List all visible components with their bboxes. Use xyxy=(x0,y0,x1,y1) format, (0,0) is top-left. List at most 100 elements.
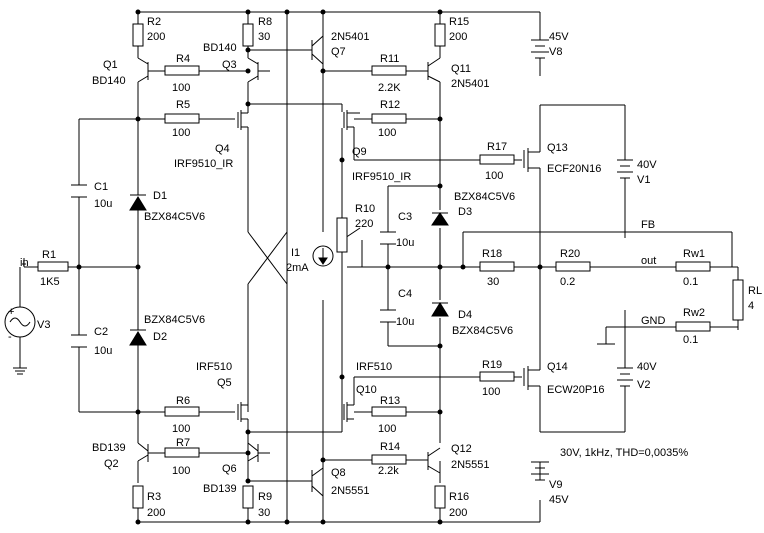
label-q2-type: BD139 xyxy=(92,442,126,454)
resistor-r11 xyxy=(371,65,407,76)
label-r1-value: 1K5 xyxy=(40,276,60,288)
label-r18: R18 xyxy=(482,248,502,260)
label-r7-value: 100 xyxy=(172,465,190,477)
label-v9-value: 45V xyxy=(549,494,569,506)
label-c4: C4 xyxy=(398,288,412,300)
resistor-r2 xyxy=(132,23,144,47)
label-r5-value: 100 xyxy=(172,127,190,139)
label-q12: Q12 xyxy=(451,443,472,455)
label-r20: R20 xyxy=(560,248,580,260)
resistor-rw2 xyxy=(675,321,711,332)
label-d4-type: BZX84C5V6 xyxy=(452,325,513,337)
label-r7: R7 xyxy=(176,437,190,449)
zener-d1 xyxy=(129,194,147,211)
capacitor-c2 xyxy=(71,334,87,348)
supply-v2 xyxy=(617,367,633,387)
label-r15: R15 xyxy=(449,16,469,28)
label-r6-value: 100 xyxy=(172,423,190,435)
label-q4-type: IRF9510_IR xyxy=(174,158,233,170)
label-q14: Q14 xyxy=(547,361,568,373)
resistor-r12 xyxy=(371,113,407,124)
label-r1: R1 xyxy=(42,249,56,261)
capacitor-c1 xyxy=(71,184,87,198)
label-d1-type: BZX84C5V6 xyxy=(144,211,205,223)
label-r4-value: 100 xyxy=(172,82,190,94)
label-q13: Q13 xyxy=(547,142,568,154)
label-v8-value: 45V xyxy=(549,31,569,43)
resistor-r1 xyxy=(37,261,69,272)
label-r15-value: 200 xyxy=(449,31,467,43)
label-r5: R5 xyxy=(176,99,190,111)
label-v3-plus: + xyxy=(8,306,14,318)
label-q1: Q1 xyxy=(103,59,118,71)
label-q9-type: IRF9510_IR xyxy=(352,171,411,183)
label-q7-type: 2N5401 xyxy=(331,31,370,43)
label-v3: V3 xyxy=(37,319,50,331)
label-q10-type: IRF510 xyxy=(356,361,392,373)
zener-d4 xyxy=(431,302,449,317)
label-q7: Q7 xyxy=(331,46,346,58)
label-r16-value: 200 xyxy=(449,507,467,519)
label-v1-value: 40V xyxy=(637,159,657,171)
label-r12: R12 xyxy=(380,99,400,111)
label-rw1-value: 0.1 xyxy=(683,276,698,288)
label-q8-type: 2N5551 xyxy=(331,485,370,497)
label-r10-value: 220 xyxy=(355,218,373,230)
resistor-rl xyxy=(732,279,744,321)
resistor-r14 xyxy=(371,454,407,465)
label-c1: C1 xyxy=(94,181,108,193)
label-v2: V2 xyxy=(637,379,650,391)
label-q1-type: BD140 xyxy=(92,75,126,87)
label-q8: Q8 xyxy=(331,467,346,479)
label-c3: C3 xyxy=(398,211,412,223)
label-i1-value: 2mA xyxy=(286,262,309,274)
label-c2: C2 xyxy=(94,326,108,338)
junctions xyxy=(76,9,543,525)
label-d3: D3 xyxy=(458,206,472,218)
component-labels: R2 200 R8 30 2N5401 Q7 R15 200 45V V8 Q1… xyxy=(8,16,762,519)
label-c3-value: 10u xyxy=(396,237,414,249)
label-r3: R3 xyxy=(147,491,161,503)
label-q6: Q6 xyxy=(222,463,237,475)
resistor-r16 xyxy=(434,485,446,509)
label-q11-type: 2N5401 xyxy=(451,78,490,90)
label-gnd: GND xyxy=(641,315,666,327)
label-r2: R2 xyxy=(147,16,161,28)
label-d3-type: BZX84C5V6 xyxy=(454,191,515,203)
label-r11-value: 2.2K xyxy=(378,82,401,94)
label-rw2-value: 0.1 xyxy=(683,334,698,346)
label-d1: D1 xyxy=(153,190,167,202)
supply-v9 xyxy=(531,461,549,481)
label-r14-value: 2.2k xyxy=(378,465,399,477)
resistor-rw1 xyxy=(675,261,711,272)
label-rw1: Rw1 xyxy=(683,248,705,260)
resistor-r5 xyxy=(164,113,200,124)
label-r6: R6 xyxy=(176,395,190,407)
label-r16: R16 xyxy=(449,491,469,503)
label-r9-value: 30 xyxy=(258,507,270,519)
label-r19-value: 100 xyxy=(482,386,500,398)
resistor-r8 xyxy=(242,23,254,47)
label-r2-value: 200 xyxy=(147,31,165,43)
supply-v8 xyxy=(531,39,549,59)
signal-source-v3 xyxy=(4,306,36,338)
resistor-r19 xyxy=(479,371,515,382)
label-q11: Q11 xyxy=(451,63,471,75)
label-q2: Q2 xyxy=(104,458,119,470)
label-r18-value: 30 xyxy=(487,276,499,288)
label-r10: R10 xyxy=(355,203,375,215)
label-r3-value: 200 xyxy=(147,507,165,519)
label-note: 30V, 1kHz, THD=0,0035% xyxy=(560,447,688,459)
label-rw2: Rw2 xyxy=(683,307,705,319)
label-c4-value: 10u xyxy=(396,316,414,328)
supply-v1 xyxy=(617,159,633,179)
label-q14-type: ECW20P16 xyxy=(547,384,604,396)
zener-d2 xyxy=(129,329,147,346)
resistor-r13 xyxy=(371,406,407,417)
label-rl-value: 4 xyxy=(748,300,754,312)
label-q12-type: 2N5551 xyxy=(451,459,490,471)
label-r12-value: 100 xyxy=(378,127,396,139)
label-v1: V1 xyxy=(637,174,650,186)
current-source-i1 xyxy=(312,245,334,267)
label-q3: Q3 xyxy=(222,59,237,71)
